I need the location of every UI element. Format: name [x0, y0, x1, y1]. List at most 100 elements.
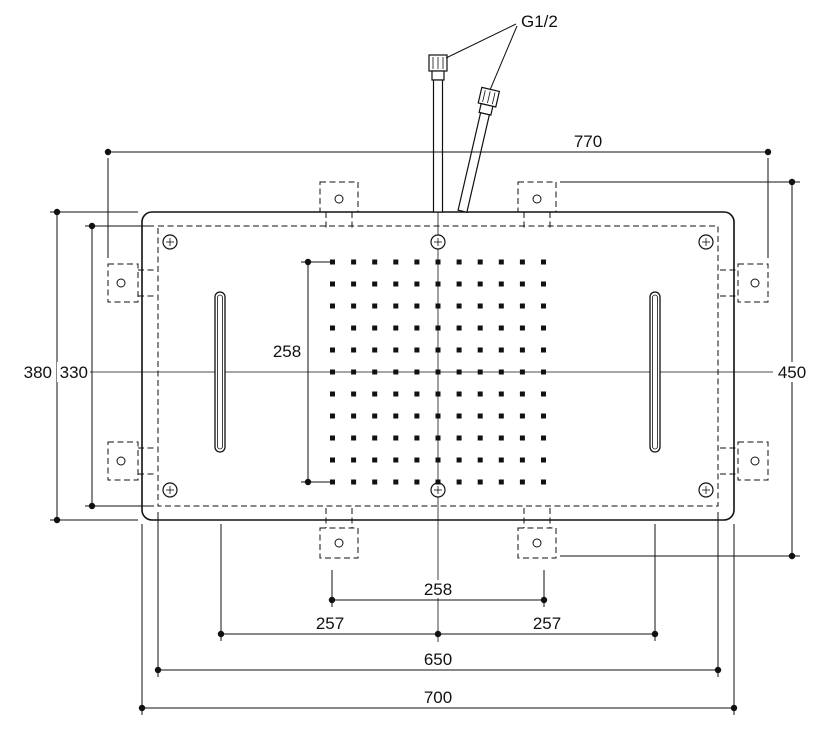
nozzle-dot: [519, 457, 525, 463]
nozzle-dot: [477, 369, 483, 375]
nozzle-dot: [393, 347, 399, 353]
nozzle-dot: [519, 347, 525, 353]
nozzle-dot: [519, 281, 525, 287]
nozzle-dot: [414, 259, 420, 265]
dim-label-380: 380: [24, 363, 52, 382]
nozzle-dot: [498, 435, 504, 441]
bracket-left-bottom: [107, 441, 156, 481]
nozzle-dot: [372, 391, 378, 397]
bracket-bottom-left: [319, 508, 359, 559]
dim-label-257-left: 257: [316, 614, 344, 633]
nozzle-dot: [541, 413, 546, 419]
nozzle-dot: [393, 391, 399, 397]
nozzle-dot: [435, 435, 441, 441]
nozzle-dot: [541, 369, 546, 375]
nozzle-dot: [330, 303, 335, 309]
nozzle-dot: [393, 435, 399, 441]
nozzle-dot: [414, 325, 420, 331]
nozzle-dot: [351, 413, 357, 419]
nozzle-dot: [498, 369, 504, 375]
dim-label-700: 700: [424, 688, 452, 707]
nozzle-dot: [541, 435, 546, 441]
nozzle-dot: [541, 303, 546, 309]
nozzle-dot: [414, 479, 420, 485]
nozzle-dot: [435, 457, 441, 463]
bracket-hole-icon: [532, 194, 542, 204]
nozzle-dot: [330, 259, 335, 265]
nozzle-dot: [414, 369, 420, 375]
nozzle-dot: [519, 479, 525, 485]
nozzle-dot: [330, 347, 335, 353]
nozzle-dot: [372, 303, 378, 309]
nozzle-dot: [393, 303, 399, 309]
nozzle-dot: [477, 303, 483, 309]
nozzle-dot: [456, 259, 462, 265]
nozzle-dot: [435, 391, 441, 397]
nozzle-dot: [456, 303, 462, 309]
bracket-hole-icon: [750, 456, 760, 466]
inlet-hose-angled: [457, 86, 501, 213]
nozzle-dot: [372, 413, 378, 419]
dim-cutout-width: [154, 512, 722, 677]
nozzle-dot: [498, 347, 504, 353]
nozzle-dot: [372, 479, 378, 485]
nozzle-dot: [372, 369, 378, 375]
dim-overall-width: [104, 148, 772, 258]
screw-top-center: [430, 234, 446, 250]
bracket-top-left: [319, 181, 359, 228]
screws: [162, 234, 714, 498]
dim-label-258-horizontal: 258: [424, 580, 452, 599]
screw-bottom-left: [162, 482, 178, 498]
bracket-top-right: [517, 181, 557, 228]
dim-label-258-vertical: 258: [273, 342, 301, 361]
nozzle-dot: [351, 259, 357, 265]
nozzle-dot: [519, 369, 525, 375]
nozzle-dot: [541, 325, 546, 331]
nozzle-dot: [498, 413, 504, 419]
nozzle-dot: [414, 391, 420, 397]
nozzle-dot: [541, 457, 546, 463]
nozzle-dot: [498, 457, 504, 463]
inlet-pipe-straight: [428, 54, 448, 213]
dim-nozzle-field-height: [301, 258, 330, 486]
nozzle-dot: [414, 435, 420, 441]
nozzle-dot: [435, 413, 441, 419]
nozzle-dot: [456, 391, 462, 397]
nozzle-dot: [372, 325, 378, 331]
dim-nozzle-field-width: [328, 570, 548, 607]
nozzle-dot: [477, 391, 483, 397]
nozzle-dot: [519, 391, 525, 397]
dim-cutout-height: [85, 222, 154, 510]
nozzle-dot: [519, 413, 525, 419]
nozzle-dot: [477, 435, 483, 441]
nozzle-dot: [414, 413, 420, 419]
nozzle-dot: [351, 391, 357, 397]
nozzle-dot: [393, 479, 399, 485]
nozzle-dot: [456, 479, 462, 485]
bracket-hole-icon: [116, 456, 126, 466]
bracket-right-top: [720, 263, 769, 303]
nozzle-dot: [351, 435, 357, 441]
nozzle-dot: [498, 391, 504, 397]
slot-right: [649, 291, 661, 453]
nozzle-dot: [351, 369, 357, 375]
nozzle-dot: [330, 435, 335, 441]
pipe-hose: [457, 112, 491, 213]
slot-left: [214, 291, 226, 453]
screw-top-left: [162, 234, 178, 250]
nozzle-dot: [456, 413, 462, 419]
nozzle-dot: [519, 325, 525, 331]
nozzle-dot: [330, 479, 335, 485]
pipe-collar: [431, 70, 445, 81]
dim-label-650: 650: [424, 650, 452, 669]
nozzle-dot: [393, 457, 399, 463]
nozzle-dot: [330, 281, 335, 287]
bracket-right-bottom: [720, 441, 769, 481]
screw-bottom-right: [698, 482, 714, 498]
nozzle-dot: [435, 303, 441, 309]
nozzle-dot: [372, 259, 378, 265]
nozzle-dot: [456, 457, 462, 463]
nozzle-dot: [330, 391, 335, 397]
nozzle-dot: [456, 281, 462, 287]
